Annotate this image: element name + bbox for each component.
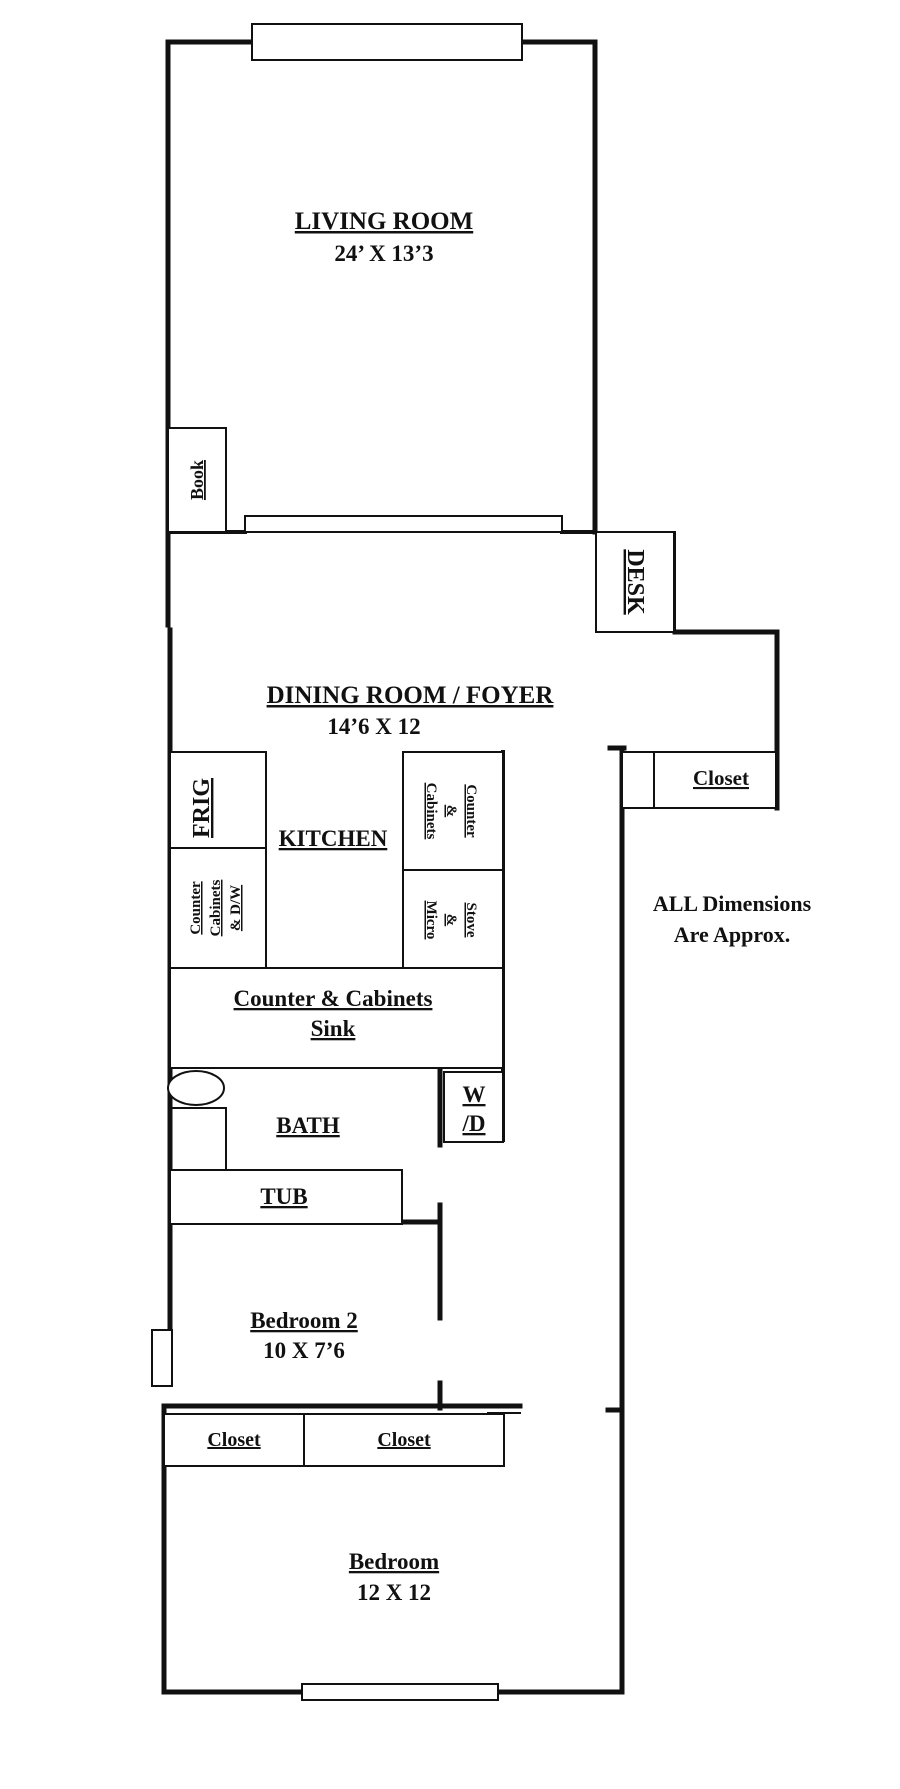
counter-cabinets-upper-line-1: Counter — [463, 784, 479, 838]
closet-foyer-label: Closet — [693, 766, 749, 790]
kitchen-label: KITCHEN — [279, 826, 388, 851]
counter-cabinets-upper-line-2: & — [443, 805, 459, 818]
window-top — [251, 23, 523, 61]
desk — [595, 531, 675, 633]
bedroom-name: Bedroom — [349, 1549, 439, 1574]
closet-right-label: Closet — [377, 1429, 431, 1451]
living-room-name: LIVING ROOM — [295, 208, 473, 235]
bath-label: BATH — [276, 1113, 340, 1138]
window-living-bottom — [244, 515, 563, 533]
closet-right — [303, 1413, 505, 1467]
dining-room-dims: 14’6 X 12 — [327, 714, 420, 739]
living-room-dims: 24’ X 13’3 — [334, 241, 433, 266]
tub-label: TUB — [260, 1184, 307, 1209]
wd-line-2: /D — [462, 1111, 486, 1136]
sink-basin — [167, 1070, 225, 1106]
counter-cabinets-upper-line-3: Cabinets — [423, 783, 439, 840]
stove-micro-line-2: & — [443, 914, 459, 927]
dining-room-name: DINING ROOM / FOYER — [267, 682, 555, 709]
bedroom2-dims: 10 X 7’6 — [263, 1338, 345, 1363]
tub — [169, 1169, 403, 1225]
counter-dw-label: Counter Cabinets & D/W — [188, 880, 244, 937]
counter-sink-line-2: Sink — [311, 1016, 356, 1041]
washer-dryer — [443, 1071, 504, 1143]
counter-dw-line-2: Cabinets — [208, 880, 224, 937]
toilet — [170, 1107, 227, 1171]
window-bottom — [301, 1683, 499, 1701]
bedroom2-name: Bedroom 2 — [250, 1308, 358, 1333]
closet-foyer — [653, 751, 777, 809]
note-line-1: ALL Dimensions — [653, 891, 812, 916]
counter-dw — [169, 847, 267, 969]
counter-sink-line-1: Counter & Cabinets — [234, 986, 433, 1011]
closet-left-label: Closet — [207, 1429, 261, 1451]
stove-micro — [402, 869, 504, 969]
counter-dw-line-1: Counter — [188, 881, 204, 935]
stove-micro-line-3: Micro — [423, 901, 439, 940]
frig-label: FRIG — [189, 778, 215, 838]
bookshelf — [167, 427, 227, 533]
counter-cabinets-upper-label: Counter & Cabinets — [423, 783, 479, 840]
closet-left — [163, 1413, 305, 1467]
counter-dw-line-3: & D/W — [228, 885, 244, 931]
stove-micro-line-1: Stove — [463, 903, 479, 938]
stove-micro-label: Stove & Micro — [423, 901, 479, 940]
closet-foyer-box — [621, 751, 655, 809]
book-label: Book — [187, 460, 207, 500]
bedroom-dims: 12 X 12 — [357, 1580, 431, 1605]
frig — [169, 751, 267, 849]
wd-line-1: W — [463, 1082, 486, 1107]
desk-label: DESK — [622, 549, 648, 615]
counter-sink — [169, 967, 504, 1069]
window-bedroom2 — [151, 1329, 173, 1387]
note-line-2: Are Approx. — [674, 922, 791, 947]
